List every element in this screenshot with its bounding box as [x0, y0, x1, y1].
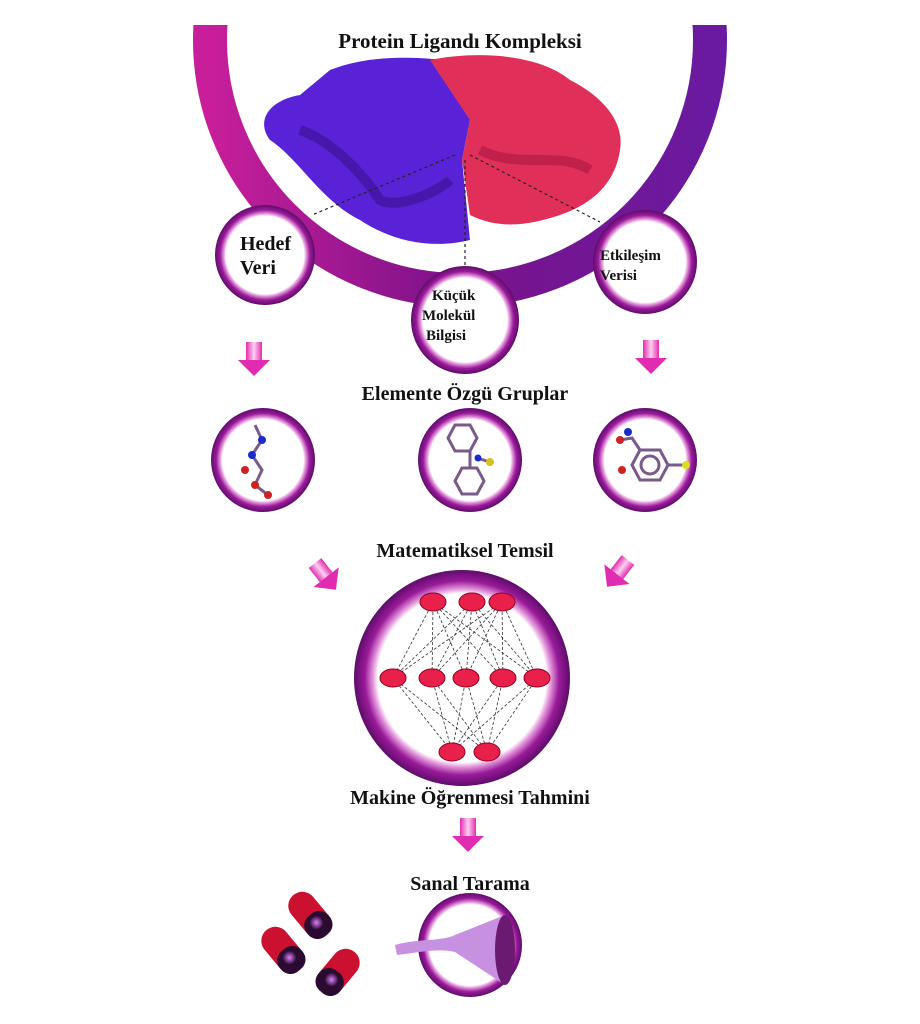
- molecule-3: [593, 408, 697, 512]
- title: Protein Ligandı Kompleksi: [338, 29, 582, 53]
- small-molecule-label-2: Molekül: [422, 308, 475, 324]
- target-label-1: Hedef: [240, 233, 291, 255]
- funnel-icon: [395, 893, 522, 997]
- nn-edge: [432, 601, 467, 679]
- screening-label: Sanal Tarama: [410, 873, 529, 895]
- small-molecule-label-3: Bilgisi: [426, 328, 466, 344]
- arrow-down-icon: [238, 342, 270, 376]
- nn-neuron: [488, 592, 516, 612]
- interaction-label-1: Etkileşim: [600, 248, 661, 264]
- nn-edge: [431, 677, 453, 753]
- neural-network-node: [354, 570, 570, 786]
- protein-ligand-complex-image: [264, 55, 621, 244]
- nn-neuron: [458, 592, 486, 612]
- small-molecule-node: Küçük Molekül Bilgisi: [411, 266, 519, 374]
- nn-edge: [431, 601, 503, 679]
- interaction-label-2: Verisi: [600, 268, 637, 284]
- nn-edge: [471, 601, 504, 679]
- arrow-diagonal-icon: [302, 553, 349, 600]
- nn-edge: [465, 677, 488, 753]
- nn-neuron: [489, 668, 517, 688]
- small-molecule-label-1: Küçük: [432, 288, 476, 304]
- target-label-2: Veri: [240, 257, 276, 279]
- math-label: Matematiksel Temsil: [376, 540, 554, 562]
- arrow-down-icon: [635, 340, 667, 374]
- nn-neuron: [473, 742, 501, 762]
- interaction-data-node: Etkileşim Verisi: [593, 210, 697, 314]
- nn-neuron: [523, 668, 551, 688]
- nn-edge: [431, 601, 473, 679]
- molecule-1: [211, 408, 315, 512]
- nn-edge: [471, 601, 538, 679]
- groups-label: Elemente Özgü Gruplar: [362, 382, 569, 405]
- nn-edge: [432, 601, 538, 679]
- molecule-2: [418, 408, 522, 512]
- nn-edge: [431, 601, 434, 679]
- nn-edge: [451, 677, 538, 753]
- nn-neuron: [452, 668, 480, 688]
- nn-edge: [501, 601, 538, 679]
- nn-edge: [501, 601, 504, 679]
- nn-neuron: [419, 592, 447, 612]
- nn-edge: [465, 601, 473, 679]
- nn-edge: [431, 677, 488, 753]
- nn-edge: [392, 601, 434, 679]
- nn-neuron: [418, 668, 446, 688]
- ml-label: Makine Öğrenmesi Tahmini: [350, 786, 590, 809]
- nn-edge: [392, 677, 453, 753]
- arrow-down-icon: [452, 818, 484, 852]
- nn-edge: [392, 601, 503, 679]
- nn-edge: [465, 601, 503, 679]
- connector-lines: [311, 154, 601, 268]
- nn-edge: [432, 601, 504, 679]
- nn-edge: [392, 601, 473, 679]
- arrow-diagonal-icon: [594, 550, 641, 597]
- nn-neuron: [379, 668, 407, 688]
- target-data-node: Hedef Veri: [215, 205, 315, 305]
- nn-neuron: [438, 742, 466, 762]
- pills-icon: [261, 891, 360, 997]
- nn-edge: [451, 677, 467, 753]
